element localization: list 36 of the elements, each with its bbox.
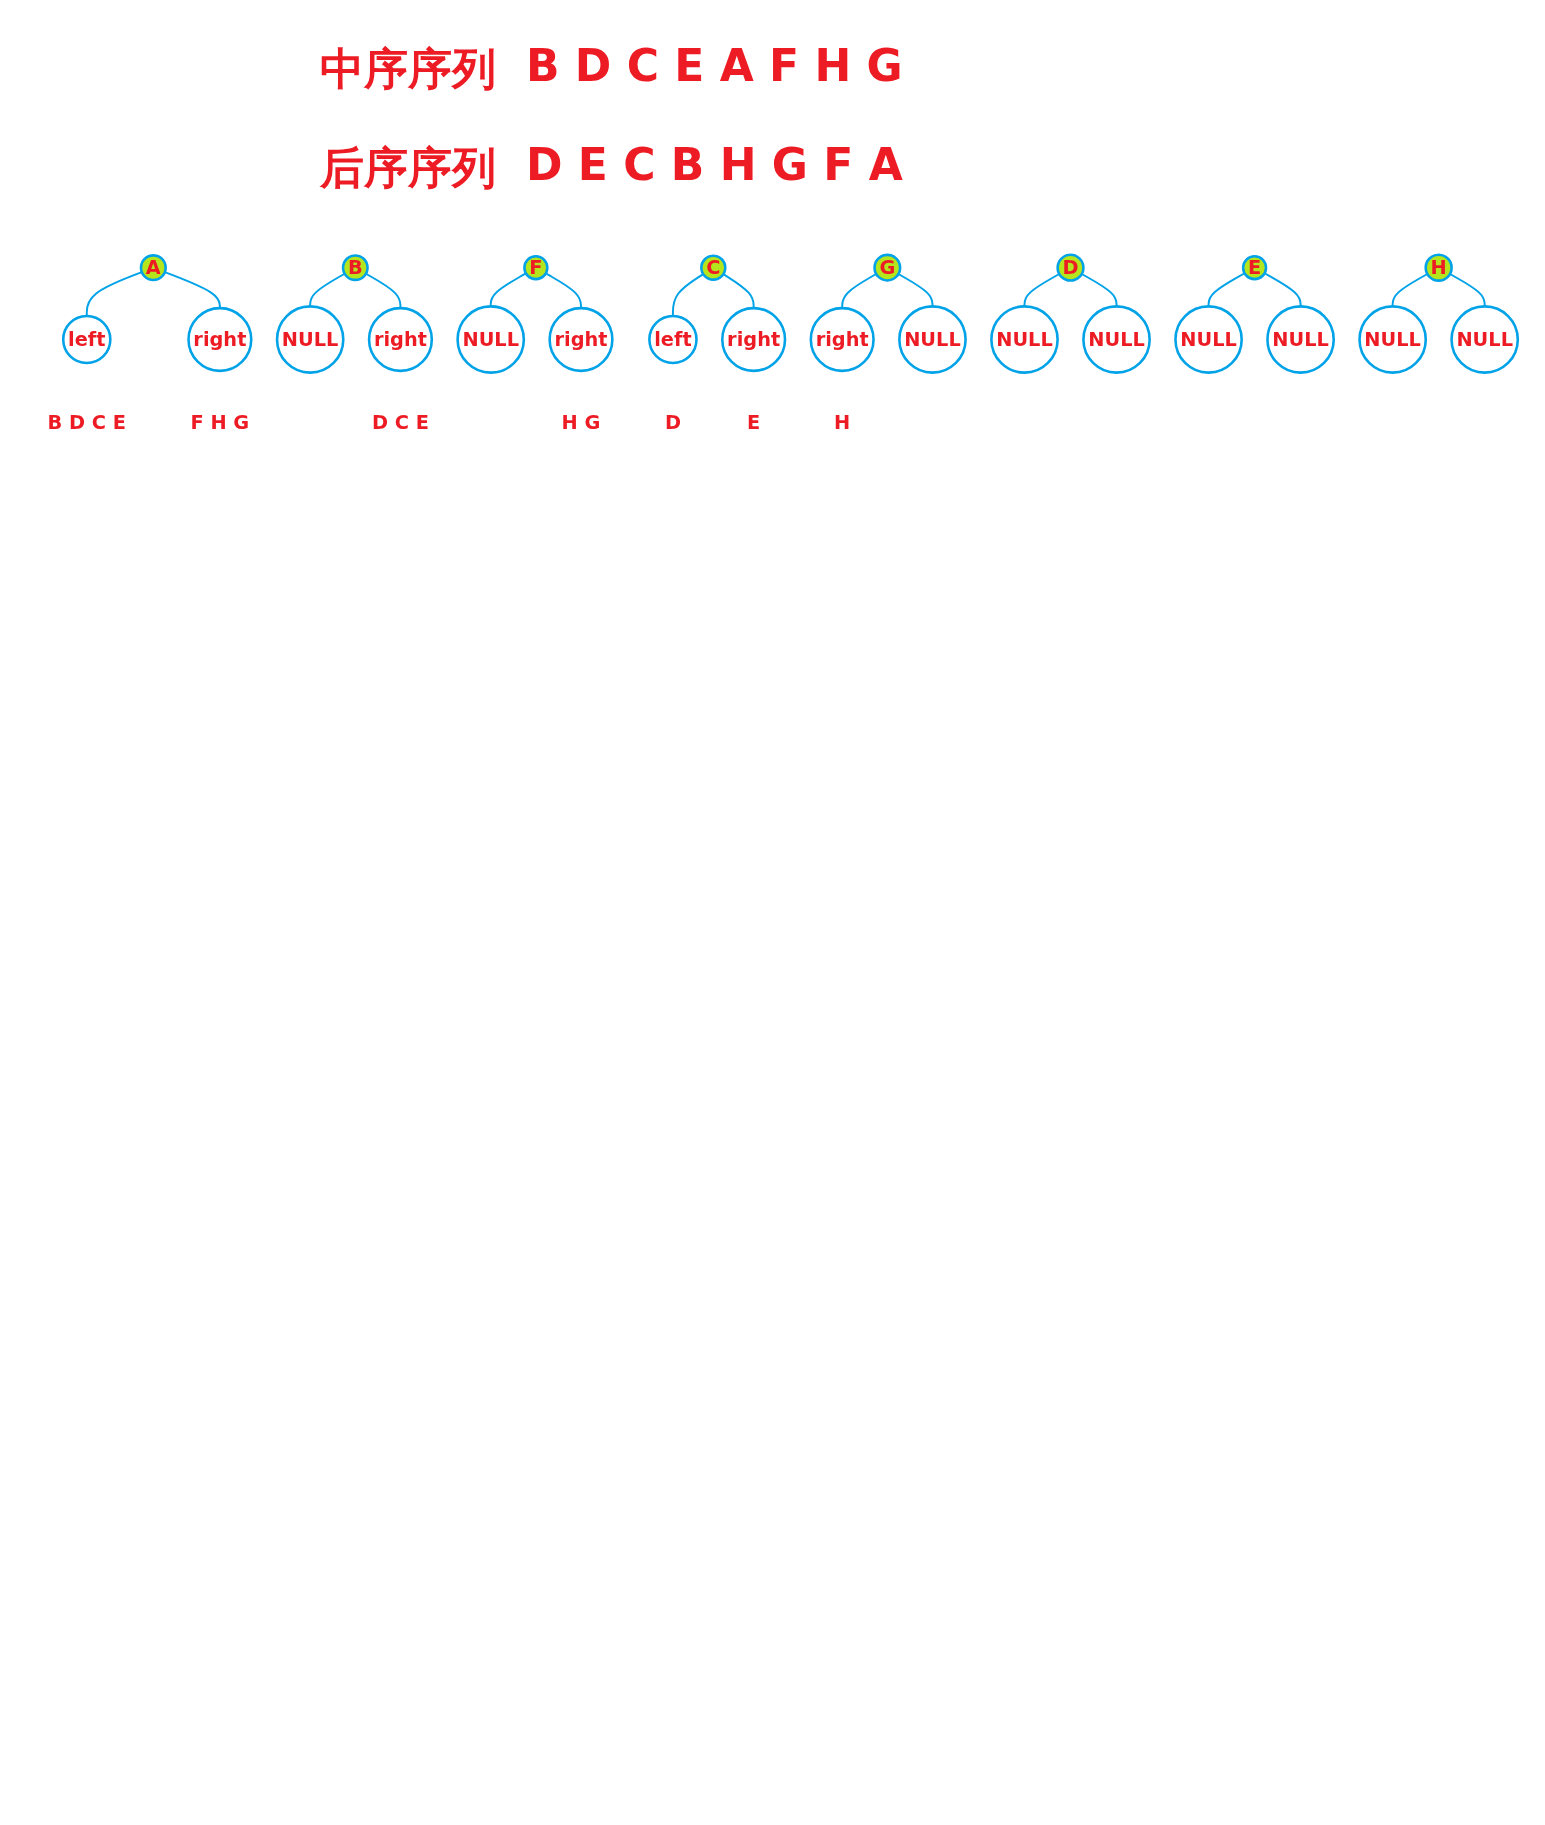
node-circle: right — [367, 306, 433, 373]
node-circle: NULL — [275, 305, 345, 374]
node-circle: NULL — [1173, 305, 1243, 374]
node-circle: NULL — [989, 305, 1059, 374]
node-circle: C — [699, 254, 727, 281]
node-circle: right — [186, 306, 253, 373]
node-circle: NULL — [1081, 305, 1151, 374]
node-label: B D C E — [47, 411, 126, 434]
sequence-text: B D C E A F H G — [526, 40, 903, 93]
node-circle: right — [547, 306, 614, 373]
node-circle: right — [720, 306, 786, 373]
node-circle: NULL — [897, 305, 967, 374]
node-label: H G — [561, 411, 600, 434]
node-circle: E — [1241, 254, 1267, 281]
node-circle: NULL — [1265, 305, 1335, 374]
sequence-label: 后序序列 — [320, 141, 496, 195]
node-circle: NULL — [1449, 305, 1519, 374]
node-label: D C E — [371, 411, 429, 434]
node-circle: right — [809, 306, 875, 373]
node-circle: A — [139, 254, 167, 282]
node-circle: B — [341, 254, 369, 282]
node-circle: H — [1423, 253, 1453, 282]
sequence-label: 中序序列 — [320, 42, 496, 96]
node-circle: D — [1055, 253, 1085, 282]
node-label: F H G — [189, 411, 249, 434]
node-circle: left — [61, 314, 112, 365]
node-circle: NULL — [1357, 305, 1427, 374]
node-circle: G — [872, 253, 901, 282]
node-label: H — [833, 411, 850, 434]
sequence-text: D E C B H G F A — [526, 139, 903, 192]
node-circle: left — [647, 314, 698, 365]
node-circle: F — [522, 254, 549, 281]
node-circle: NULL — [455, 305, 525, 374]
node-label: E — [746, 411, 760, 434]
node-label: D — [664, 411, 681, 434]
connector — [671, 273, 704, 317]
